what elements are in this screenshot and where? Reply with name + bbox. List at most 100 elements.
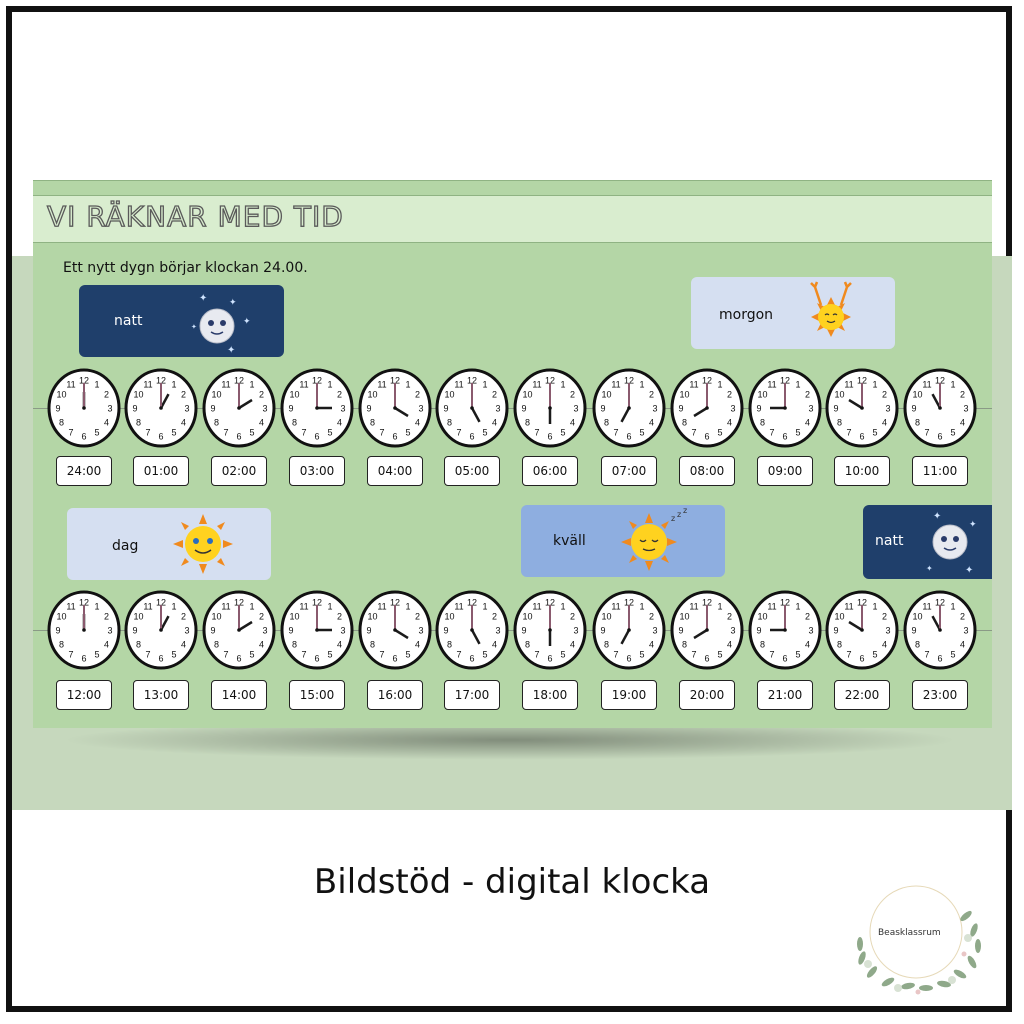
svg-text:7: 7	[456, 650, 461, 660]
svg-text:6: 6	[81, 432, 86, 442]
svg-text:9: 9	[55, 626, 60, 636]
svg-text:8: 8	[214, 418, 219, 428]
svg-text:6: 6	[626, 432, 631, 442]
svg-text:4: 4	[415, 640, 420, 650]
svg-text:1: 1	[717, 601, 722, 611]
svg-text:9: 9	[132, 626, 137, 636]
label-dag-text: dag	[112, 538, 139, 554]
svg-text:4: 4	[727, 418, 732, 428]
svg-text:1: 1	[171, 379, 176, 389]
svg-text:11: 11	[454, 379, 463, 389]
svg-text:12: 12	[935, 376, 945, 386]
svg-text:2: 2	[805, 612, 810, 622]
svg-text:3: 3	[730, 404, 735, 414]
svg-text:1: 1	[639, 379, 644, 389]
svg-text:✦: ✦	[227, 345, 235, 355]
svg-text:11: 11	[532, 379, 541, 389]
svg-text:9: 9	[443, 626, 448, 636]
svg-text:10: 10	[757, 390, 767, 400]
svg-text:5: 5	[171, 428, 176, 438]
svg-text:2: 2	[960, 612, 965, 622]
svg-text:8: 8	[525, 640, 530, 650]
digital-time-label: 16:00	[367, 680, 423, 710]
svg-text:6: 6	[81, 654, 86, 664]
svg-text:12: 12	[702, 598, 712, 608]
svg-text:2: 2	[727, 612, 732, 622]
row-line	[33, 630, 992, 631]
moon-face-icon: ✦ ✦ ✦ ✦ ✦	[191, 293, 251, 355]
svg-text:12: 12	[312, 598, 322, 608]
svg-text:5: 5	[795, 428, 800, 438]
svg-text:11: 11	[844, 601, 853, 611]
svg-text:2: 2	[181, 612, 186, 622]
svg-text:4: 4	[805, 640, 810, 650]
svg-text:1: 1	[171, 601, 176, 611]
digital-time-label: 20:00	[679, 680, 735, 710]
svg-text:3: 3	[418, 404, 423, 414]
svg-text:2: 2	[882, 390, 887, 400]
svg-text:5: 5	[249, 428, 254, 438]
svg-text:11: 11	[377, 601, 386, 611]
svg-text:✦: ✦	[229, 298, 237, 308]
svg-text:11: 11	[143, 379, 152, 389]
svg-text:7: 7	[301, 428, 306, 438]
svg-text:2: 2	[415, 390, 420, 400]
svg-text:3: 3	[573, 626, 578, 636]
svg-text:2: 2	[649, 390, 654, 400]
svg-text:7: 7	[456, 428, 461, 438]
digital-time-label: 12:00	[56, 680, 112, 710]
svg-text:6: 6	[704, 654, 709, 664]
svg-text:5: 5	[639, 650, 644, 660]
svg-text:11: 11	[66, 601, 75, 611]
svg-text:5: 5	[560, 650, 565, 660]
svg-text:5: 5	[950, 428, 955, 438]
label-natt-right: natt ✦ ✦ ✦ ✦	[863, 505, 992, 579]
label-morgon: morgon	[691, 277, 895, 349]
svg-text:6: 6	[859, 654, 864, 664]
svg-text:12: 12	[390, 376, 400, 386]
label-natt-right-text: natt	[875, 533, 904, 549]
svg-text:10: 10	[444, 390, 454, 400]
svg-text:12: 12	[467, 376, 477, 386]
svg-text:6: 6	[314, 432, 319, 442]
svg-text:1: 1	[717, 379, 722, 389]
svg-text:12: 12	[545, 376, 555, 386]
digital-time-label: 18:00	[522, 680, 578, 710]
svg-text:8: 8	[760, 640, 765, 650]
svg-text:9: 9	[756, 404, 761, 414]
svg-text:12: 12	[702, 376, 712, 386]
svg-text:1: 1	[950, 379, 955, 389]
svg-text:1: 1	[405, 379, 410, 389]
svg-text:9: 9	[911, 626, 916, 636]
svg-text:10: 10	[211, 390, 221, 400]
svg-text:7: 7	[145, 428, 150, 438]
svg-text:3: 3	[184, 626, 189, 636]
svg-text:10: 10	[912, 390, 922, 400]
svg-text:6: 6	[704, 432, 709, 442]
svg-text:12: 12	[780, 376, 790, 386]
svg-text:✦: ✦	[965, 565, 973, 575]
digital-time-label: 21:00	[757, 680, 813, 710]
svg-text:6: 6	[547, 432, 552, 442]
svg-text:4: 4	[181, 418, 186, 428]
svg-text:1: 1	[249, 601, 254, 611]
sleepy-sun-icon: z z z	[621, 507, 687, 571]
waking-sun-icon	[810, 281, 852, 337]
svg-text:5: 5	[94, 650, 99, 660]
svg-text:5: 5	[639, 428, 644, 438]
svg-text:4: 4	[570, 418, 575, 428]
svg-text:10: 10	[289, 390, 299, 400]
svg-text:3: 3	[418, 626, 423, 636]
digital-time-label: 10:00	[834, 456, 890, 486]
svg-text:4: 4	[649, 418, 654, 428]
svg-text:7: 7	[223, 428, 228, 438]
svg-text:3: 3	[107, 404, 112, 414]
svg-text:11: 11	[922, 601, 931, 611]
svg-text:11: 11	[611, 601, 620, 611]
svg-text:3: 3	[262, 626, 267, 636]
